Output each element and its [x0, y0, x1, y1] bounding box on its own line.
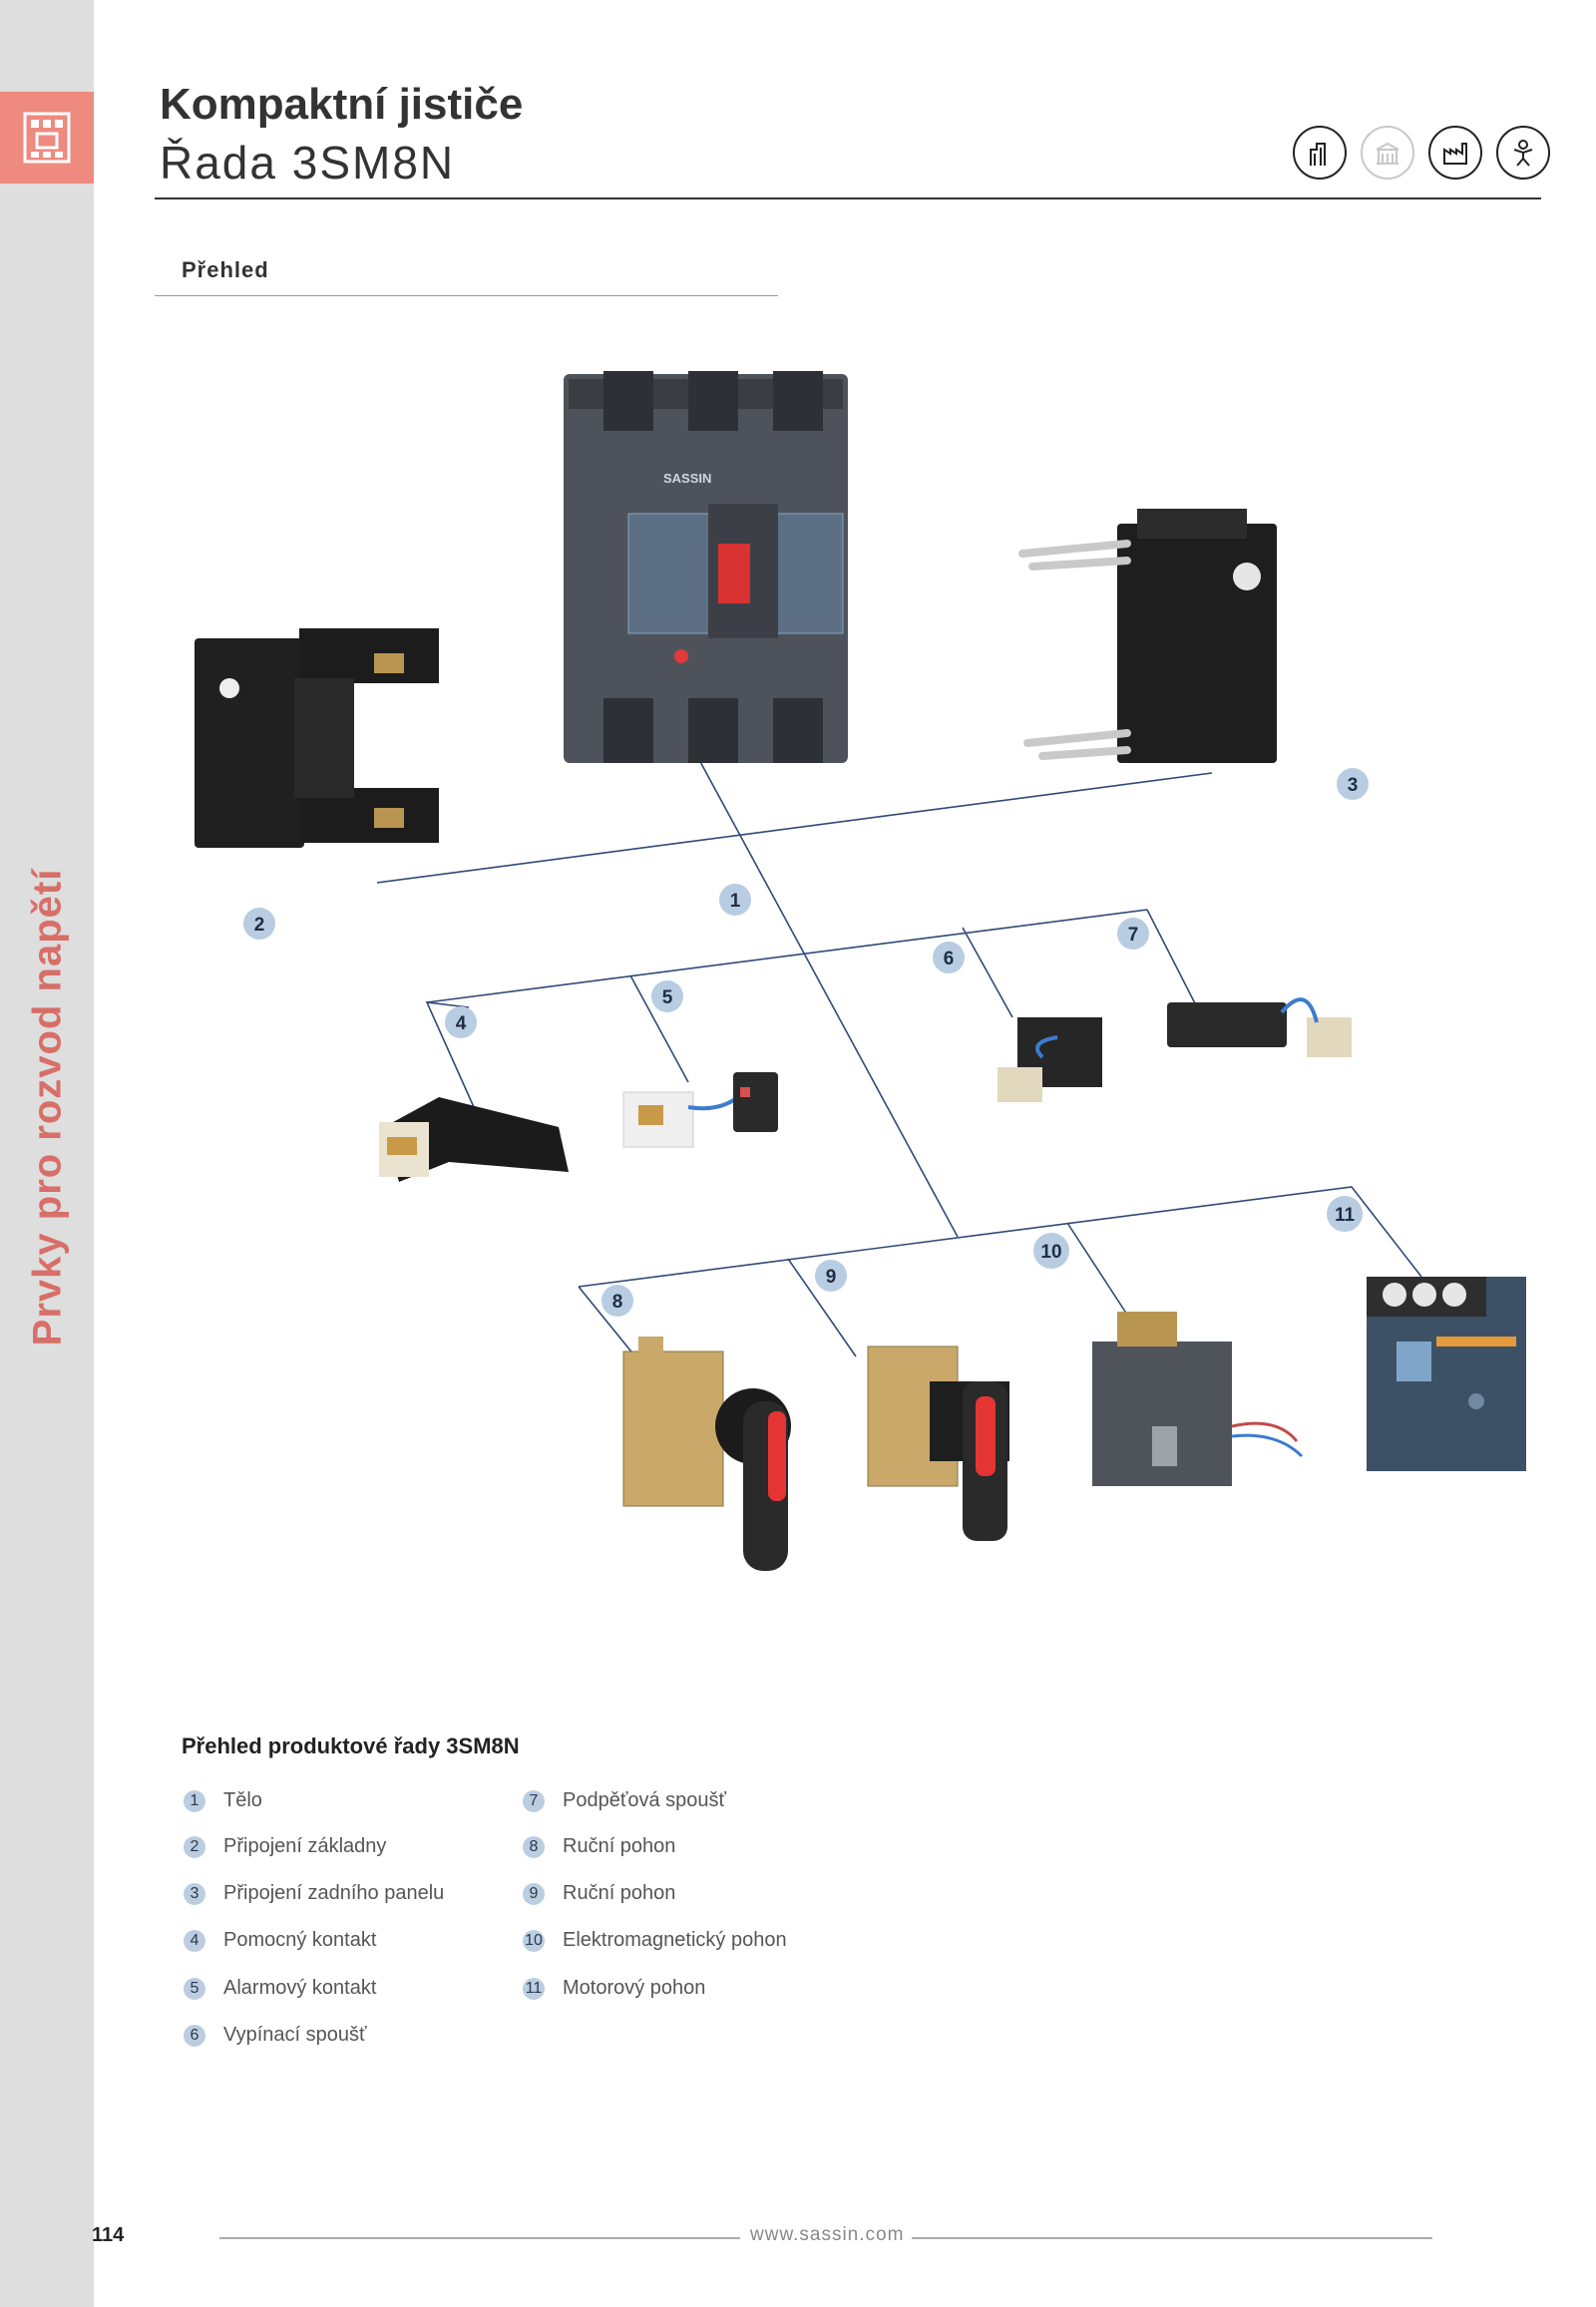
- footer-rule-left: [219, 2237, 740, 2239]
- title-divider: [155, 197, 1541, 199]
- svg-text:2: 2: [254, 915, 265, 936]
- manual-drive-rotary-image: [622, 1337, 791, 1571]
- page-number: 114: [92, 2224, 125, 2246]
- callout-8: 8: [601, 1285, 633, 1317]
- breaker-body-image: SASSIN: [564, 371, 848, 763]
- svg-text:1: 1: [730, 891, 741, 912]
- svg-text:3: 3: [1348, 775, 1359, 796]
- callout-4: 4: [445, 1006, 477, 1038]
- undervoltage-release-image: [1167, 997, 1352, 1057]
- svg-text:7: 7: [1128, 925, 1139, 946]
- building-icon: [1361, 126, 1414, 180]
- legend-title: Přehled produktové řady 3SM8N: [182, 1733, 520, 1758]
- application-icons: [1293, 126, 1550, 180]
- callout-7: 7: [1117, 918, 1149, 950]
- overview-label: Přehled: [182, 257, 269, 282]
- svg-text:4: 4: [456, 1013, 467, 1034]
- svg-text:9: 9: [826, 1267, 837, 1288]
- svg-text:10: 10: [1040, 1242, 1061, 1263]
- callout-9: 9: [815, 1260, 847, 1292]
- base-connection-image: [195, 628, 439, 848]
- factory-icon: [1428, 126, 1482, 180]
- page-subtitle: Řada 3SM8N: [160, 137, 456, 189]
- alarm-contact-image: [622, 1072, 778, 1148]
- shunt-trip-image: [998, 1017, 1102, 1102]
- hand-building-icon: [1293, 126, 1347, 180]
- callout-11: 11: [1327, 1196, 1363, 1232]
- manual-drive-direct-image: [867, 1346, 1009, 1541]
- circuit-breaker-icon: [0, 92, 94, 184]
- electromagnetic-drive-image: [1092, 1312, 1304, 1486]
- svg-text:8: 8: [612, 1292, 623, 1313]
- overview-divider: [155, 295, 778, 296]
- connector-lines: [376, 757, 1422, 1367]
- svg-text:11: 11: [1335, 1205, 1356, 1226]
- brand-label: SASSIN: [663, 471, 711, 486]
- motor-drive-image: [1367, 1277, 1526, 1471]
- callout-10: 10: [1033, 1233, 1069, 1269]
- callout-2: 2: [243, 908, 275, 940]
- callout-3: 3: [1337, 768, 1369, 800]
- product-diagram: SASSIN: [195, 371, 1526, 1571]
- auxiliary-contact-image: [379, 1097, 569, 1182]
- svg-text:6: 6: [944, 949, 955, 969]
- callout-1: 1: [719, 884, 751, 916]
- sidebar: [0, 0, 94, 2307]
- person-icon: [1496, 126, 1550, 180]
- callout-6: 6: [933, 942, 965, 973]
- rear-panel-connection-image: [1018, 509, 1277, 763]
- callout-5: 5: [651, 980, 683, 1012]
- footer-url[interactable]: www.sassin.com: [750, 2224, 905, 2245]
- page-title: Kompaktní jističe: [160, 80, 524, 129]
- footer-rule-right: [912, 2237, 1432, 2239]
- svg-text:5: 5: [662, 987, 673, 1008]
